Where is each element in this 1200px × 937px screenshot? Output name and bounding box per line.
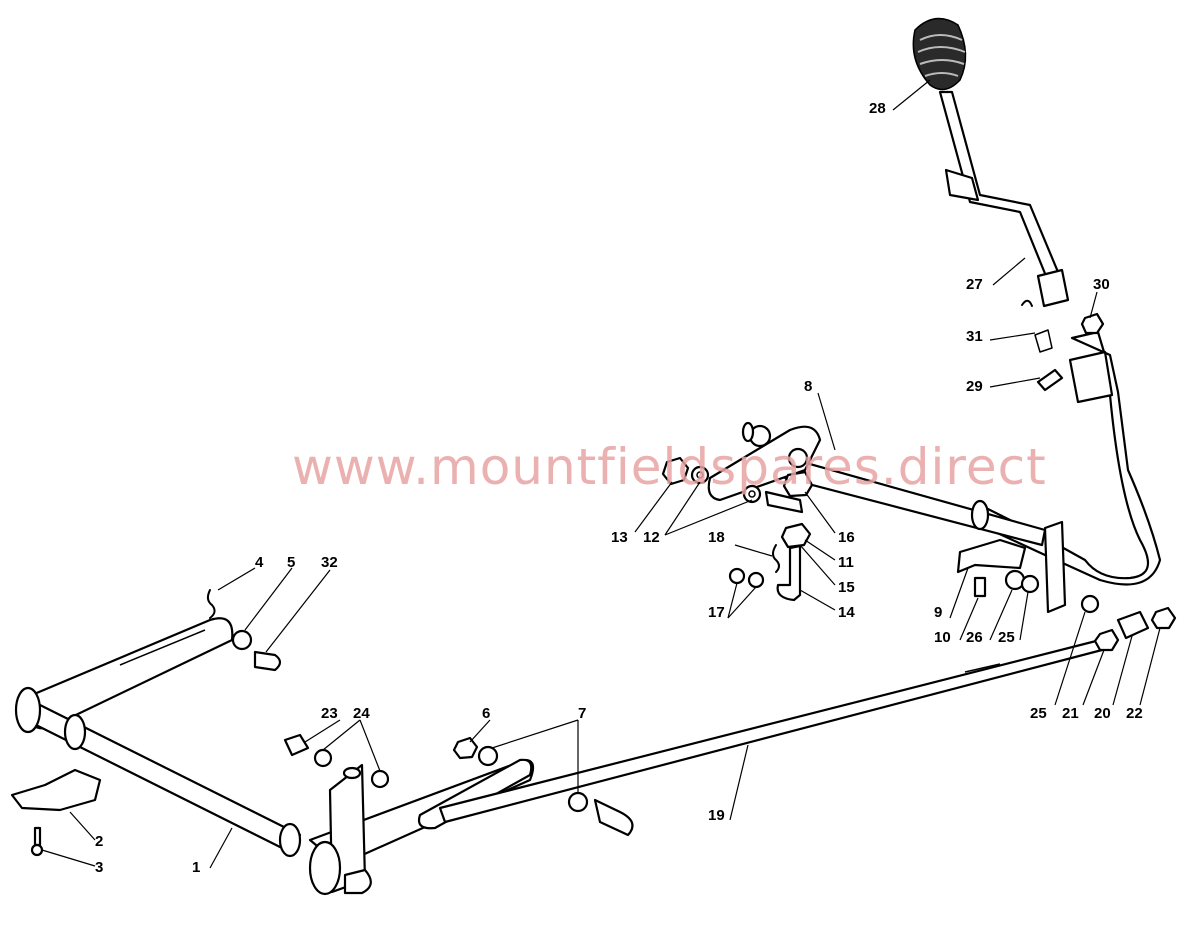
shift-bracket (707, 425, 822, 502)
callout-28: 28 (869, 100, 886, 117)
clip-31 (1021, 299, 1033, 307)
shaft-collar (970, 499, 990, 531)
washer-17b (747, 571, 765, 589)
bracket-hole (787, 447, 809, 469)
lever-socket (1036, 268, 1070, 308)
callout-21: 21 (1062, 705, 1079, 722)
shift-rod-socket (1068, 350, 1114, 404)
clamp-9 (956, 538, 1027, 574)
bolt-14 (776, 544, 802, 602)
callout-4: 4 (255, 554, 264, 571)
clip-4 (206, 589, 216, 619)
callout-labels: 28 27 30 31 29 8 13 12 16 18 11 15 17 14… (95, 100, 1143, 876)
callout-14: 14 (838, 604, 855, 621)
callout-22: 22 (1126, 705, 1143, 722)
leader-lines (41, 79, 1161, 869)
trunnion-20 (1116, 610, 1150, 640)
pin-7 (593, 798, 634, 837)
callout-23: 23 (321, 705, 338, 722)
bracket-pivot-end (741, 421, 755, 443)
shift-rod-body (978, 330, 1162, 586)
callout-18: 18 (708, 529, 725, 546)
washer-7a (477, 745, 499, 767)
hardware-upper (661, 299, 1105, 602)
pedal-pin (343, 868, 372, 895)
callout-1: 1 (192, 859, 200, 876)
rod-19 (438, 638, 1104, 824)
knob-grip-ridges (917, 34, 966, 77)
washer-12b-hole (748, 490, 756, 498)
lever-bend (944, 168, 980, 202)
callout-10: 10 (934, 629, 951, 646)
callout-16: 16 (838, 529, 855, 546)
callout-30: 30 (1093, 276, 1110, 293)
callout-19: 19 (708, 807, 725, 824)
washer-24b (370, 769, 390, 789)
rod-19-thread (964, 663, 1001, 673)
washer-24a (313, 748, 333, 768)
washer-5 (231, 629, 253, 651)
screw-10 (973, 576, 987, 598)
callout-12: 12 (643, 529, 660, 546)
washer-25 (1020, 574, 1040, 594)
bolt-16 (764, 490, 804, 514)
screw-3 (33, 826, 42, 847)
mount-plate (1043, 520, 1067, 614)
callout-11: 11 (838, 554, 854, 571)
upper-arm-slot (119, 629, 206, 666)
callout-25-upper: 25 (998, 629, 1015, 646)
callout-2: 2 (95, 833, 103, 850)
pin-32 (253, 650, 282, 672)
lower-assembly (10, 589, 1177, 896)
clip-23 (283, 733, 310, 757)
callout-26: 26 (966, 629, 983, 646)
callout-13: 13 (611, 529, 628, 546)
shaft-collar-left (63, 713, 87, 751)
nut-22 (1150, 606, 1177, 630)
nut-21 (1093, 628, 1120, 652)
callout-25-lower: 25 (1030, 705, 1047, 722)
callout-32: 32 (321, 554, 338, 571)
callout-17: 17 (708, 604, 725, 621)
gear-shift-rod (707, 330, 1162, 614)
nut-30 (1080, 312, 1105, 335)
washer-12a-hole (696, 471, 704, 479)
pedal-plate-slot (342, 766, 362, 780)
callout-3: 3 (95, 859, 103, 876)
shaft-end-left (14, 686, 42, 734)
callout-27: 27 (966, 276, 983, 293)
spring-31 (1034, 329, 1053, 353)
bolt-29 (1036, 368, 1064, 392)
callout-8: 8 (804, 378, 812, 395)
clamp-2 (10, 768, 102, 812)
lever-knob (912, 17, 967, 91)
callout-20: 20 (1094, 705, 1111, 722)
nut-11 (780, 522, 812, 549)
nut-13 (661, 456, 690, 486)
pedal-hub (308, 840, 342, 896)
shaft-collar-right (278, 822, 302, 858)
callout-9: 9 (934, 604, 942, 621)
callout-6: 6 (482, 705, 490, 722)
nut-16 (782, 470, 814, 498)
callout-15: 15 (838, 579, 855, 596)
watermark: www.mountfieldspares.direct (292, 438, 1047, 496)
callout-31: 31 (966, 328, 983, 345)
clip-18 (772, 544, 780, 573)
washer-17a (728, 567, 746, 585)
callout-29: 29 (966, 378, 983, 395)
gear-lever-assembly (912, 17, 1070, 308)
washer-25b (1080, 594, 1100, 614)
callout-5: 5 (287, 554, 295, 571)
nut-6 (452, 736, 479, 760)
screw-3-head (30, 843, 44, 857)
washer-7b (567, 791, 589, 813)
callout-24: 24 (353, 705, 370, 722)
callout-7: 7 (578, 705, 586, 722)
